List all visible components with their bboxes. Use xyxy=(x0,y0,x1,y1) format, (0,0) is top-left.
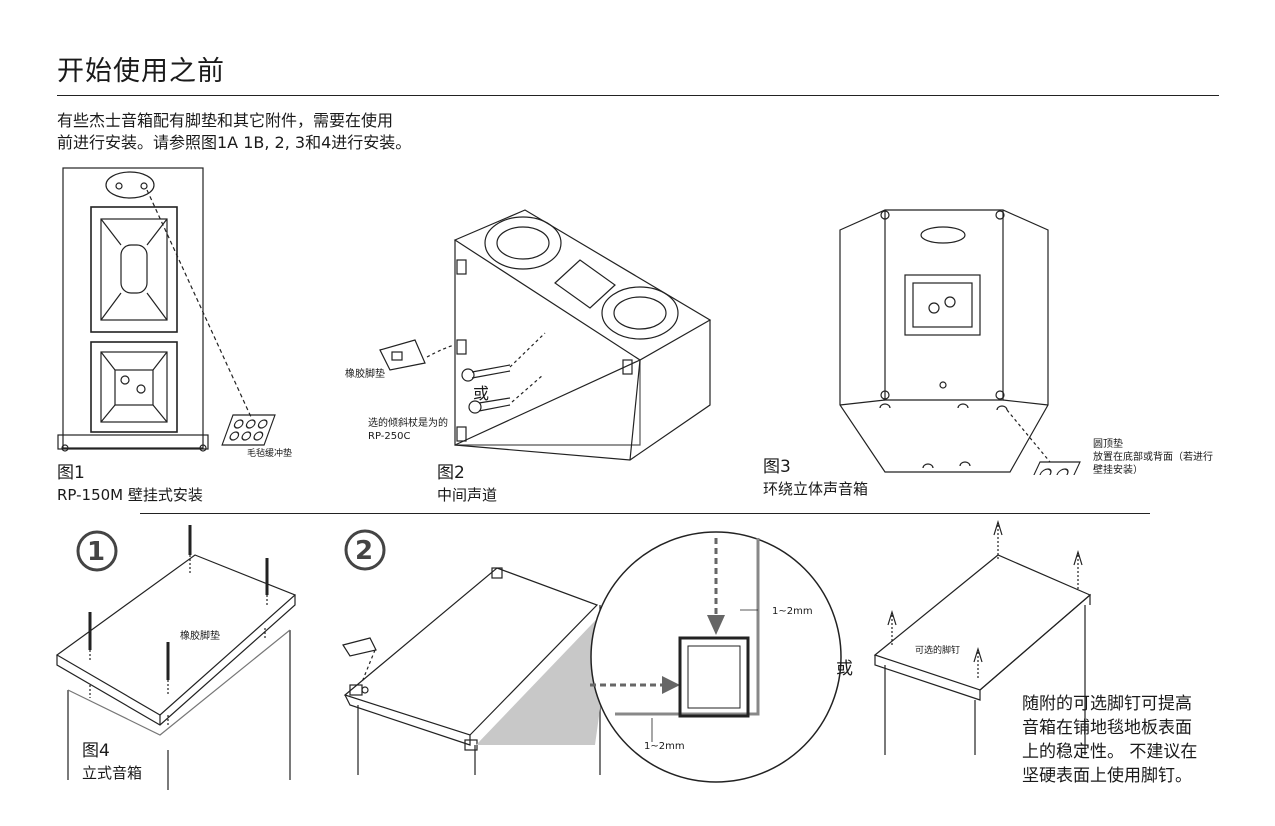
dome-pad-callout-title: 圆顶垫 xyxy=(1093,439,1123,450)
figure-3-caption: 环绕立体声音箱 xyxy=(763,480,869,498)
section-divider xyxy=(140,513,1150,514)
figure-2-illustration xyxy=(379,209,712,461)
dimension-top: 1~2mm xyxy=(772,606,813,617)
figure-4-caption: 立式音箱 xyxy=(82,764,143,782)
dome-pad-callout-line-2: 壁挂安装） xyxy=(1093,465,1143,476)
figure-2-label: 图2 xyxy=(437,463,465,483)
spike-note-line-4: 坚硬表面上使用脚钉。 xyxy=(1022,766,1192,786)
figure-4-label: 图4 xyxy=(82,741,110,761)
step-1-badge: 1 xyxy=(87,537,106,567)
rubber-pad-label-fig4: 橡胶脚垫 xyxy=(180,631,220,642)
spike-note-line-2: 音箱在铺地毯地板表面 xyxy=(1022,718,1192,738)
or-text-fig4: 或 xyxy=(836,659,853,679)
dimension-bottom: 1~2mm xyxy=(644,741,685,752)
figure-1-illustration xyxy=(57,167,276,452)
spike-note-line-3: 上的稳定性。 不建议在 xyxy=(1022,742,1198,762)
spike-label: 可选的脚钉 xyxy=(915,646,961,656)
intro-line-2: 前进行安装。请参照图1A 1B, 2, 3和4进行安装。 xyxy=(57,133,412,152)
rubber-pad-callout: 橡胶脚垫 xyxy=(345,369,385,380)
intro-line-1: 有些杰士音箱配有脚垫和其它附件，需要在使用 xyxy=(57,111,394,130)
spike-note-line-1: 随附的可选脚钉可提高 xyxy=(1022,694,1192,714)
figure-2-caption: 中间声道 xyxy=(437,486,498,504)
figure-4-illustration xyxy=(55,520,1092,790)
figure-1-label: 图1 xyxy=(57,463,85,483)
figure-3-illustration xyxy=(839,209,1081,475)
figure-1-caption: RP-150M 壁挂式安装 xyxy=(57,486,203,504)
or-text-fig2: 或 xyxy=(473,384,490,403)
title-rule xyxy=(57,95,1219,96)
figure-3-label: 图3 xyxy=(763,457,791,477)
tilt-callout-line-1: 选的倾斜杖是为的 xyxy=(368,418,448,429)
dome-pad-callout-line-1: 放置在底部或背面（若进行 xyxy=(1093,452,1213,463)
felt-pad-callout: 毛毡缓冲垫 xyxy=(247,449,293,459)
page-title: 开始使用之前 xyxy=(57,56,225,87)
tilt-callout-line-2: RP-250C xyxy=(368,431,411,442)
step-2-badge: 2 xyxy=(355,536,374,566)
